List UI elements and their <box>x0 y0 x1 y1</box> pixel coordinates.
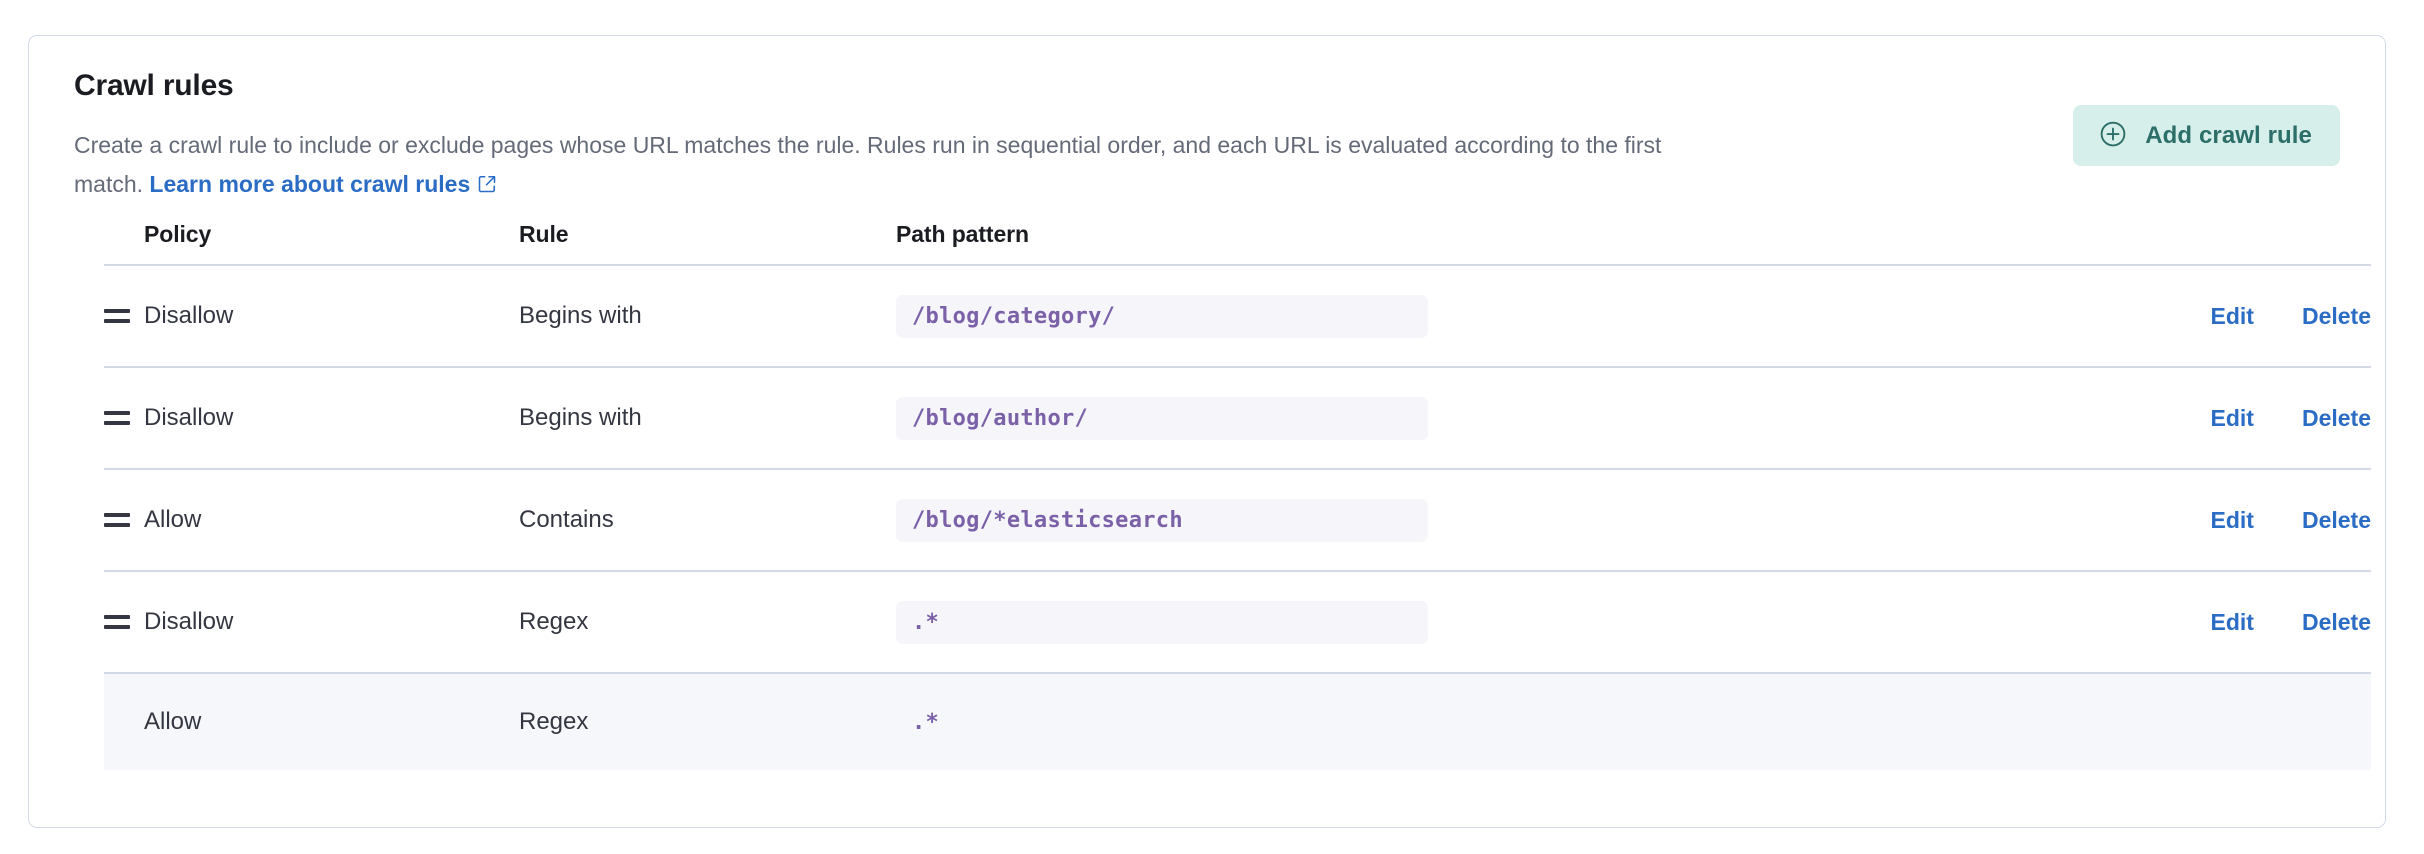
plus-in-circle-icon <box>2098 119 2128 152</box>
table-row: Allow Regex .* <box>104 674 2371 770</box>
path-pattern-value: /blog/category/ <box>912 303 1116 329</box>
delete-link[interactable]: Delete <box>2301 506 2371 533</box>
card-body: Crawl rules Create a crawl rule to inclu… <box>29 36 2385 827</box>
cell-rule: Regex <box>519 608 589 635</box>
description-text: Create a crawl rule to include or exclud… <box>74 132 1662 197</box>
cell-rule: Contains <box>519 506 614 533</box>
cell-path-pattern: .* <box>896 600 2111 644</box>
path-pattern-value: .* <box>912 709 940 735</box>
table-row: Disallow Begins with/blog/category/Edit De… <box>104 266 2371 368</box>
cell-policy: Disallow <box>144 302 234 329</box>
delete-link[interactable]: Delete <box>2301 404 2371 431</box>
drag-handle-icon[interactable] <box>104 615 144 629</box>
edit-link[interactable]: Edit <box>2210 608 2254 635</box>
cell-policy: Disallow <box>144 608 234 635</box>
column-header-policy: Policy <box>144 221 212 247</box>
card-header: Crawl rules Create a crawl rule to inclu… <box>74 68 2340 206</box>
path-pattern-pill: /blog/*elasticsearch <box>896 498 1428 542</box>
table-row: Disallow Regex .* Edit Delete <box>104 572 2371 674</box>
cell-actions: Edit Delete <box>2111 506 2372 534</box>
drag-handle-icon[interactable] <box>104 513 144 527</box>
delete-link[interactable]: Delete <box>2301 608 2371 635</box>
table-row: Disallow Begins with/blog/author/Edit Dele… <box>104 368 2371 470</box>
cell-rule: Regex <box>519 708 589 735</box>
cell-rule: Begins with <box>519 302 642 329</box>
edit-link[interactable]: Edit <box>2210 404 2254 431</box>
page-title: Crawl rules <box>74 69 234 102</box>
table-row: Allow Contains/blog/*elasticsearch Edit Del… <box>104 470 2371 572</box>
drag-handle-icon[interactable] <box>104 411 144 425</box>
learn-more-label: Learn more about crawl rules <box>149 171 471 197</box>
path-pattern-pill: .* <box>896 701 1428 744</box>
cell-path-pattern: /blog/*elasticsearch <box>896 498 2111 542</box>
cell-path-pattern: .* <box>896 701 2111 744</box>
cell-rule: Begins with <box>519 404 642 431</box>
path-pattern-pill: /blog/category/ <box>896 294 1428 338</box>
cell-policy: Allow <box>144 708 202 735</box>
cell-actions: Edit Delete <box>2111 608 2372 636</box>
edit-link[interactable]: Edit <box>2210 302 2254 329</box>
add-crawl-rule-label: Add crawl rule <box>2145 121 2312 149</box>
cell-path-pattern: /blog/category/ <box>896 294 2111 338</box>
add-crawl-rule-button[interactable]: Add crawl rule <box>2073 105 2340 166</box>
cell-policy: Disallow <box>144 404 234 431</box>
cell-path-pattern: /blog/author/ <box>896 396 2111 440</box>
path-pattern-pill: .* <box>896 600 1428 644</box>
column-header-path-pattern: Path pattern <box>896 221 1029 247</box>
learn-more-link[interactable]: Learn more about crawl rules <box>149 171 497 197</box>
drag-handle-icon[interactable] <box>104 309 144 323</box>
edit-link[interactable]: Edit <box>2210 506 2254 533</box>
path-pattern-value: .* <box>912 609 940 635</box>
path-pattern-value: /blog/author/ <box>912 405 1089 431</box>
cell-actions: Edit Delete <box>2111 404 2372 432</box>
path-pattern-pill: /blog/author/ <box>896 396 1428 440</box>
crawl-rules-card: Crawl rules Create a crawl rule to inclu… <box>28 35 2386 828</box>
cell-policy: Allow <box>144 506 202 533</box>
external-link-icon <box>477 167 497 206</box>
card-description: Create a crawl rule to include or exclud… <box>74 126 1734 206</box>
cell-actions: Edit Delete <box>2111 302 2372 330</box>
delete-link[interactable]: Delete <box>2301 302 2371 329</box>
column-header-rule: Rule <box>519 221 569 247</box>
table-header-row: Policy Rule Path pattern <box>104 221 2371 266</box>
path-pattern-value: /blog/*elasticsearch <box>912 507 1183 533</box>
